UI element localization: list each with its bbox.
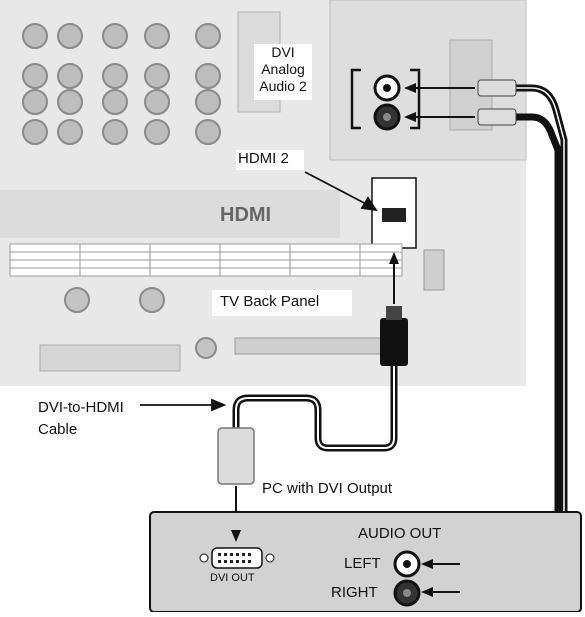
panel-block: [40, 345, 180, 371]
rca-plug-top-right: [478, 109, 516, 125]
hdmi-plug: [380, 318, 408, 366]
dvi-out-port: [212, 548, 262, 568]
rca-plug-top-left: [478, 80, 516, 96]
hdmi-logo: HDMI: [220, 204, 271, 226]
dvi-audio-line-1: DVI: [254, 44, 312, 61]
dvi-to-hdmi-cable-label: DVI-to-HDMI Cable: [38, 397, 124, 441]
panel-port: [424, 250, 444, 290]
right-label: RIGHT: [331, 584, 378, 601]
dvi-plug: [218, 428, 254, 484]
panel-slot: [235, 338, 385, 354]
pc-output-label: PC with DVI Output: [262, 480, 392, 497]
hdmi-plug-tip: [386, 306, 402, 320]
hdmi-2-port: [382, 208, 406, 222]
audio-out-label: AUDIO OUT: [358, 525, 441, 542]
dvi-out-label: DVI OUT: [210, 572, 255, 584]
left-label: LEFT: [344, 555, 381, 572]
dvi-hdmi-line-2: Cable: [38, 419, 124, 441]
vent-grille: [10, 244, 402, 276]
tv-back-panel-label: TV Back Panel: [220, 293, 319, 310]
dvi-analog-audio-label: DVI Analog Audio 2: [254, 44, 312, 95]
dvi-audio-line-2: Analog: [254, 61, 312, 78]
dvi-hdmi-line-1: DVI-to-HDMI: [38, 397, 124, 419]
hdmi-strip: [0, 190, 340, 238]
hdmi-2-label: HDMI 2: [238, 150, 289, 167]
dvi-audio-line-3: Audio 2: [254, 78, 312, 95]
